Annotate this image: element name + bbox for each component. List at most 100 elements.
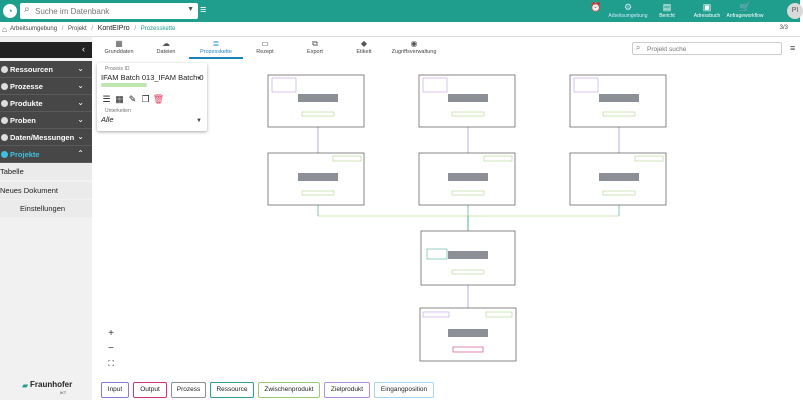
edit-icon[interactable]: ✎ — [128, 94, 137, 104]
tab-rezept[interactable]: ▭ Rezept — [238, 39, 292, 59]
zoom-in-button[interactable]: + — [108, 328, 114, 339]
process-canvas[interactable] — [92, 59, 800, 377]
copy-icon[interactable]: ❐ — [141, 94, 150, 104]
legend-input[interactable]: Input — [101, 382, 129, 398]
filter-icon[interactable]: ≡ — [790, 43, 796, 53]
chevron-down-icon[interactable]: ▼ — [187, 6, 194, 13]
chevron-left-icon: ‹ — [82, 44, 85, 54]
arbeitsumgebung-button[interactable]: ⚙ Arbeitsumgebung — [603, 2, 653, 22]
tab-dateien[interactable]: ☁ Dateien — [139, 39, 193, 59]
bullet-icon — [1, 66, 8, 73]
table-icon[interactable]: ▦ — [115, 94, 124, 104]
legend-eingangposition[interactable]: Eingangposition — [374, 382, 434, 398]
progress-bar — [101, 83, 147, 87]
chevron-down-icon: ⌄ — [77, 64, 84, 73]
tab-export[interactable]: ⧉ Export — [288, 39, 342, 59]
delete-icon[interactable]: 🗑 — [152, 94, 165, 104]
prozess-id-select[interactable]: IFAM Batch 013_IFAM Batch 0 — [101, 73, 204, 82]
recipe-icon: ▭ — [261, 39, 269, 48]
sidebar-item-prozesse[interactable]: Prozesse ⌄ — [0, 78, 92, 95]
export-icon: ⧉ — [312, 39, 318, 48]
search-icon: ⌕ — [24, 4, 30, 15]
breadcrumb-current: Prozesskette — [140, 26, 176, 32]
page-count: 3/3 — [779, 25, 788, 31]
report-icon: ▤ — [662, 2, 672, 12]
sidebar-item-produkte[interactable]: Produkte ⌄ — [0, 95, 92, 112]
legend-ressource[interactable]: Ressource — [210, 382, 254, 398]
filter-icon[interactable]: ≡ — [200, 4, 207, 16]
bericht-label: Bericht — [659, 13, 675, 19]
sidebar-item-proben[interactable]: Proben ⌄ — [0, 112, 92, 129]
breadcrumb-item[interactable]: Projekt — [68, 26, 87, 32]
adressbuch-label: Adressbuch — [693, 13, 721, 19]
adressbuch-button[interactable]: ▣ Adressbuch — [689, 2, 725, 22]
legend: Input Output Prozess Ressource Zwischenp… — [92, 377, 800, 400]
cloud-upload-icon: ☁ — [162, 39, 170, 48]
panel-toolbar: ☰ ▦ ✎ ❐🗑 — [100, 94, 165, 105]
main-tabs: ▦ Grunddaten ☁ Dateien ≣ Prozesskette ▭ … — [92, 37, 800, 59]
sidebar-collapse-button[interactable]: ‹ — [0, 42, 92, 58]
tab-zugriffsverwaltung[interactable]: ◉ Zugriffsverwaltung — [382, 39, 446, 59]
process-group-2b — [418, 152, 516, 206]
tab-prozesskette[interactable]: ≣ Prozesskette — [189, 39, 243, 59]
project-search[interactable]: ⌕ — [632, 42, 782, 55]
search-icon: ⌕ — [636, 43, 641, 52]
fit-view-button[interactable]: ⛶ — [108, 359, 114, 368]
legend-zielprodukt[interactable]: Zielprodukt — [324, 382, 370, 398]
sidebar-item-projekte[interactable]: Projekte ⌃ — [0, 146, 92, 163]
breadcrumb: ⌂ Arbeitsumgebung / Projekt / KontEIPro … — [0, 22, 800, 37]
sidebar-sub-neues-dokument[interactable]: Neues Dokument — [0, 182, 92, 199]
sidebar-sub-tabelle[interactable]: Tabelle — [0, 163, 92, 180]
bullet-icon — [1, 117, 8, 124]
chevron-down-icon: ⌄ — [77, 115, 84, 124]
global-search[interactable]: ⌕ ▼ — [20, 3, 198, 19]
process-group-2c — [569, 152, 667, 206]
top-bar: ◔ ⌕ ▼ ≡ ⏰ ⚙ Arbeitsumgebung ▤ Bericht ▣ … — [0, 0, 803, 22]
project-search-input[interactable] — [647, 44, 777, 54]
eye-icon: ◉ — [410, 39, 418, 48]
sidebar-sub-einstellungen[interactable]: Einstellungen — [0, 200, 92, 217]
list-icon[interactable]: ☰ — [102, 94, 111, 104]
process-group-1c — [569, 74, 667, 128]
sidebar-item-ressourcen[interactable]: Ressourcen ⌄ — [0, 61, 92, 78]
breadcrumb-items: Arbeitsumgebung / Projekt / KontEIPro / … — [10, 25, 176, 32]
fraunhofer-logo: ▰ Fraunhofer IKT — [22, 380, 73, 395]
legend-zwischenprodukt[interactable]: Zwischenprodukt — [258, 382, 320, 398]
sidebar-item-daten-messungen[interactable]: Daten/Messungen ⌄ — [0, 129, 92, 146]
process-selector-panel: Prozess ID IFAM Batch 013_IFAM Batch 0 ▼… — [97, 63, 207, 131]
chevron-down-icon: ⌄ — [77, 98, 84, 107]
process-group-1a — [267, 74, 365, 128]
chevron-down-icon[interactable]: ▼ — [196, 76, 202, 82]
anfrageworkflow-button[interactable]: 🛒 Anfrageworkflow — [722, 2, 768, 22]
legend-output[interactable]: Output — [133, 382, 167, 398]
grid-icon: ▦ — [115, 39, 123, 48]
sidebar: ‹ Ressourcen ⌄ Prozesse ⌄ Produkte ⌄ Pro… — [0, 37, 92, 400]
chevron-down-icon: ⌄ — [77, 132, 84, 141]
process-group-3 — [420, 230, 516, 286]
breadcrumb-item[interactable]: Arbeitsumgebung — [10, 26, 58, 32]
chevron-down-icon[interactable]: ▼ — [196, 118, 202, 124]
app-logo-icon[interactable]: ◔ — [3, 4, 17, 18]
logo-mark-icon: ▰ — [22, 381, 29, 390]
cart-icon: 🛒 — [739, 2, 751, 12]
avatar[interactable]: PI — [787, 3, 803, 19]
alarm-button[interactable]: ⏰ — [589, 2, 603, 22]
bullet-icon — [1, 134, 8, 141]
process-group-1b — [418, 74, 516, 128]
chevron-down-icon: ⌄ — [77, 81, 84, 90]
zoom-out-button[interactable]: − — [108, 343, 114, 354]
home-icon[interactable]: ⌂ — [2, 25, 7, 34]
process-group-2a — [267, 152, 365, 206]
alarm-icon: ⏰ — [590, 2, 602, 12]
address-book-icon: ▣ — [702, 2, 712, 12]
tab-grunddaten[interactable]: ▦ Grunddaten — [92, 39, 146, 59]
bericht-button[interactable]: ▤ Bericht — [653, 2, 681, 22]
process-chain-diagram[interactable] — [92, 59, 800, 377]
breadcrumb-item[interactable]: KontEIPro — [97, 25, 130, 32]
tab-etikett[interactable]: ◆ Etikett — [337, 39, 391, 59]
legend-prozess[interactable]: Prozess — [171, 382, 206, 398]
anfrageworkflow-label: Anfrageworkflow — [726, 13, 764, 19]
unterketten-select[interactable]: Alle — [101, 115, 114, 124]
global-search-input[interactable] — [35, 5, 180, 17]
workspace-icon: ⚙ — [623, 2, 633, 12]
